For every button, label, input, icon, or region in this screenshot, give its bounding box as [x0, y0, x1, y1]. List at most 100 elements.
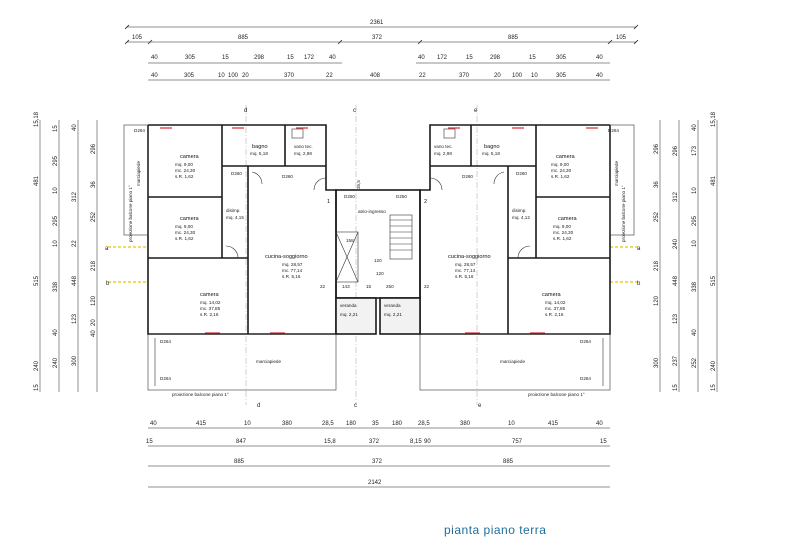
window-code-2: D260 — [282, 174, 293, 179]
bdim-row1-0: 40 — [150, 421, 157, 427]
left-col1-0: 481 — [34, 175, 40, 186]
right-camera-big-mc: mc. 37,85 — [545, 306, 566, 311]
right-col4-5: 300 — [654, 357, 660, 368]
dim-row2-0: 105 — [132, 35, 143, 41]
left-col2-1: 295 — [53, 155, 59, 166]
bdim-row2-1: 847 — [236, 439, 247, 445]
right-col3-3: 448 — [673, 275, 679, 286]
left-marciapiede: marciapiede — [256, 359, 281, 364]
left-marciapiede-side: marciapiede — [136, 161, 141, 186]
dim-row2-3: 885 — [508, 35, 519, 41]
window-code-7: D260 — [462, 174, 473, 179]
right-camera-mid-mq: mq. 9,00 — [553, 224, 571, 229]
right-dimension-lines: 15,18 481 515 240 15 40 173 10 295 10 33… — [654, 111, 718, 392]
left-col3-3: 448 — [72, 275, 78, 286]
axis-c-bottom: c — [354, 403, 357, 409]
right-col1-1: 515 — [711, 275, 717, 286]
window-code-8: D264 — [580, 339, 591, 344]
right-col3-1: 312 — [673, 191, 679, 202]
building-walls — [123, 124, 635, 391]
axis-d-top: d — [244, 108, 247, 114]
bottom-dimension-lines: 40 415 10 380 28,5 180 35 180 28,5 380 1… — [146, 421, 610, 488]
right-cucina-sr: s.R. 5,16 — [455, 274, 474, 279]
right-camera-top-sr: s.R. 1,62 — [551, 174, 570, 179]
stair-dim-0: 158 — [346, 238, 354, 243]
bdim-row2-0: 15 — [146, 439, 153, 445]
dim-row4-12: 10 — [531, 73, 538, 79]
stair-dim-2: 143 — [342, 284, 350, 289]
left-vanotec-name: vano tec. — [294, 144, 313, 149]
dim-row3-11: 15 — [529, 55, 536, 61]
dim-row4-7: 408 — [370, 73, 381, 79]
dim-row4-2: 10 — [218, 73, 225, 79]
section-axes: d c e d c e a b a b — [105, 105, 641, 409]
right-col4-0: 296 — [654, 143, 660, 154]
axis-a-right: a — [637, 246, 641, 252]
right-camera-mid-name: camera — [558, 216, 578, 222]
door-dim-1: D250 — [396, 194, 407, 199]
stair-dim-7: 22 — [424, 284, 430, 289]
door-dim-0: D250 — [344, 194, 355, 199]
right-col2-4: 10 — [692, 240, 698, 247]
axis-b-left: b — [106, 281, 110, 287]
bdim-row2-7: 15 — [600, 439, 607, 445]
left-col4-4: 120 — [91, 295, 97, 306]
left-col2-5: 338 — [53, 281, 59, 292]
left-col4-0: 296 — [91, 143, 97, 154]
right-camera-mid-sr: s.R. 1,62 — [553, 236, 572, 241]
window-code-0: D264 — [134, 128, 145, 133]
bdim-row1-8: 28,5 — [418, 421, 430, 427]
window-code-5: D264 — [608, 128, 619, 133]
stair-dim-4: 250 — [386, 284, 394, 289]
left-camera-top-mc: mc. 24,30 — [175, 168, 196, 173]
right-camera-big-sr: s.R. 2,16 — [545, 312, 564, 317]
left-col4-1: 36 — [91, 181, 97, 188]
left-col3-0: 40 — [72, 124, 78, 131]
bdim-row1-3: 380 — [282, 421, 293, 427]
left-camera-top-sr: s.R. 1,62 — [175, 174, 194, 179]
dim-row4-14: 40 — [596, 73, 603, 79]
bdim-row1-10: 10 — [508, 421, 515, 427]
right-unit-labels: camera mq. 9,00 mc. 24,30 s.R. 1,62 bagn… — [384, 144, 626, 397]
left-col2-2: 10 — [53, 187, 59, 194]
dim-row4-6: 22 — [326, 73, 333, 79]
bdim-row2-6: 757 — [512, 439, 523, 445]
axis-d-bottom: d — [257, 403, 260, 409]
dim-row4-13: 305 — [556, 73, 567, 79]
left-col3-5: 300 — [72, 355, 78, 366]
bdim-row1-5: 180 — [346, 421, 357, 427]
right-veranda-name: veranda — [384, 303, 401, 308]
left-cucina-mc: mc. 77,14 — [282, 268, 303, 273]
left-col3-2: 22 — [72, 240, 78, 247]
left-camera-top-name: camera — [180, 154, 200, 160]
stair-dim-1: 120 — [374, 258, 382, 263]
left-camera-top-mq: mq. 9,00 — [175, 162, 193, 167]
left-camera-mid-mc: mc. 24,30 — [175, 230, 196, 235]
dim-total-top: 2361 — [370, 20, 384, 26]
left-veranda-mq: mq. 2,21 — [340, 312, 358, 317]
dim-row3-8: 172 — [437, 55, 448, 61]
left-cucina-mq: mq. 28,57 — [282, 262, 303, 267]
left-disimp-name: disimp. — [226, 208, 241, 213]
right-outer-0: 15,18 — [711, 111, 717, 127]
bdim-row1-9: 380 — [460, 421, 471, 427]
right-cucina-mc: mc. 77,14 — [455, 268, 476, 273]
axis-e-bottom: e — [478, 403, 482, 409]
dim-row3-7: 40 — [418, 55, 425, 61]
left-vanotec-mq: mq. 2,98 — [294, 151, 312, 156]
left-dimension-lines: 15,18 481 515 240 15 15 295 10 295 10 33… — [34, 111, 98, 392]
dim-row4-5: 370 — [284, 73, 295, 79]
left-col2-7: 240 — [53, 357, 59, 368]
drawing-title: pianta piano terra — [444, 523, 546, 537]
dim-row4-11: 100 — [512, 73, 523, 79]
right-veranda-mq: mq. 2,21 — [384, 312, 402, 317]
center-labels: atrio-ingresso 158 120 143 15 250 120 22… — [320, 180, 430, 289]
dim-row3-2: 15 — [222, 55, 229, 61]
left-camera-mid-name: camera — [180, 216, 200, 222]
right-camera-big-name: camera — [542, 292, 562, 298]
window-code-9: D264 — [580, 376, 591, 381]
dim-row2-4: 105 — [616, 35, 627, 41]
right-col3-0: 296 — [673, 145, 679, 156]
bdim-row3-2: 885 — [503, 459, 514, 465]
right-camera-mid-mc: mc. 24,30 — [553, 230, 574, 235]
